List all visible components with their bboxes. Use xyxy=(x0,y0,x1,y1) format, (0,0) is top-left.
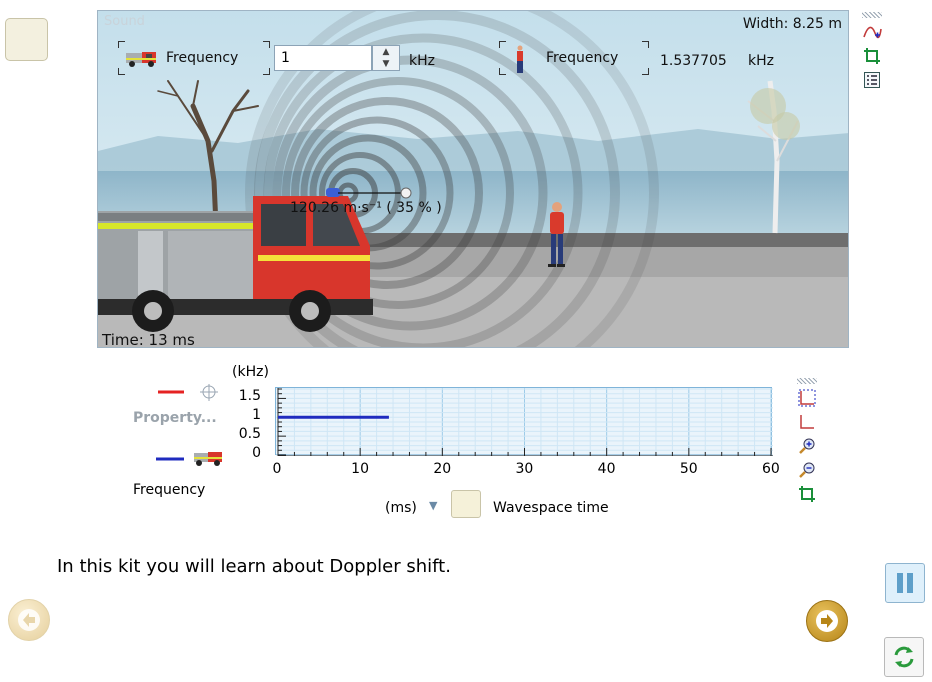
chevron-down-icon[interactable]: ▼ xyxy=(382,59,390,69)
toolbar-grip xyxy=(797,378,817,384)
graph-toolbar xyxy=(797,378,819,508)
refresh-icon xyxy=(894,646,914,668)
x-tick-label: 0 xyxy=(272,461,282,477)
property-selector[interactable]: Property... xyxy=(133,410,217,426)
source-series-legend[interactable] xyxy=(156,448,226,472)
zoom-in-icon[interactable] xyxy=(797,436,817,456)
x-tick-label: 40 xyxy=(597,461,616,477)
previous-button[interactable] xyxy=(8,599,50,641)
person-icon xyxy=(517,45,523,73)
fire-truck-icon xyxy=(194,452,222,466)
add-graph-icon[interactable] xyxy=(862,22,882,42)
y-tick-label: 0 xyxy=(252,445,261,461)
chevron-up-icon[interactable]: ▲ xyxy=(382,47,390,57)
frequency-stepper[interactable]: ▲ ▼ xyxy=(372,45,400,71)
graph-plot-area[interactable] xyxy=(275,387,773,457)
observer-series-legend[interactable] xyxy=(158,383,222,408)
refresh-button[interactable] xyxy=(884,637,924,677)
next-button[interactable] xyxy=(806,600,848,642)
pause-button[interactable] xyxy=(885,563,925,603)
pause-icon xyxy=(897,573,913,593)
y-tick-label: 1 xyxy=(252,407,261,424)
intro-text: In this kit you will learn about Doppler… xyxy=(57,556,451,577)
x-axis-label: Wavespace time xyxy=(493,500,609,516)
fire-truck xyxy=(98,188,373,332)
x-tick-label: 60 xyxy=(762,461,780,477)
source-frequency-label: Frequency xyxy=(166,50,239,66)
time-readout: Time: 13 ms xyxy=(102,331,195,348)
toolbar-grip xyxy=(862,12,882,18)
simulation-scene[interactable]: Sound Width: 8.25 m 120.26 m·s⁻¹ ( 35 % … xyxy=(97,10,849,348)
x-tick-label: 30 xyxy=(515,461,534,477)
blank-toggle-box[interactable] xyxy=(5,18,48,61)
graph-svg xyxy=(276,388,773,457)
source-frequency-input[interactable] xyxy=(274,45,372,71)
frequency-legend-label: Frequency xyxy=(133,482,206,498)
x-axis-unit: (ms) xyxy=(385,500,417,516)
wavespace-time-toggle[interactable] xyxy=(451,490,481,518)
crop-icon[interactable] xyxy=(797,484,817,504)
x-tick-label: 50 xyxy=(679,461,698,477)
right-tree xyxy=(747,80,800,234)
list-icon[interactable] xyxy=(862,70,882,90)
previous-arrow-icon xyxy=(18,609,40,631)
x-tick-label: 10 xyxy=(351,461,369,477)
crop-icon[interactable] xyxy=(862,46,882,66)
axis-select-icon[interactable] xyxy=(797,388,817,408)
speed-readout: 120.26 m·s⁻¹ ( 35 % ) xyxy=(290,200,442,216)
scene-watermark: Sound xyxy=(104,14,145,29)
left-tree xyxy=(157,80,259,229)
observer-frequency-panel: Frequency xyxy=(499,41,649,75)
dropdown-arrow-icon[interactable]: ▼ xyxy=(429,499,438,512)
axis-select-red-icon[interactable] xyxy=(797,412,817,432)
crosshair-icon xyxy=(200,383,218,401)
source-frequency-unit: kHz xyxy=(409,53,435,69)
observer-frequency-label: Frequency xyxy=(546,50,619,66)
observer-frequency-value: 1.537705 xyxy=(660,53,727,69)
observer-person xyxy=(548,202,565,267)
width-readout: Width: 8.25 m xyxy=(742,16,842,32)
zoom-out-icon[interactable] xyxy=(797,460,817,480)
y-tick-label: 1.5 xyxy=(238,388,261,405)
y-axis-unit: (kHz) xyxy=(232,364,269,380)
y-tick-label: 0.5 xyxy=(238,426,261,443)
scene-artwork xyxy=(98,11,848,347)
observer-frequency-unit: kHz xyxy=(748,53,774,69)
scene-toolbar xyxy=(862,12,884,94)
next-arrow-icon xyxy=(816,610,838,632)
x-tick-label: 20 xyxy=(433,461,452,477)
source-frequency-panel: Frequency xyxy=(118,41,270,75)
fire-truck-icon xyxy=(126,52,156,67)
